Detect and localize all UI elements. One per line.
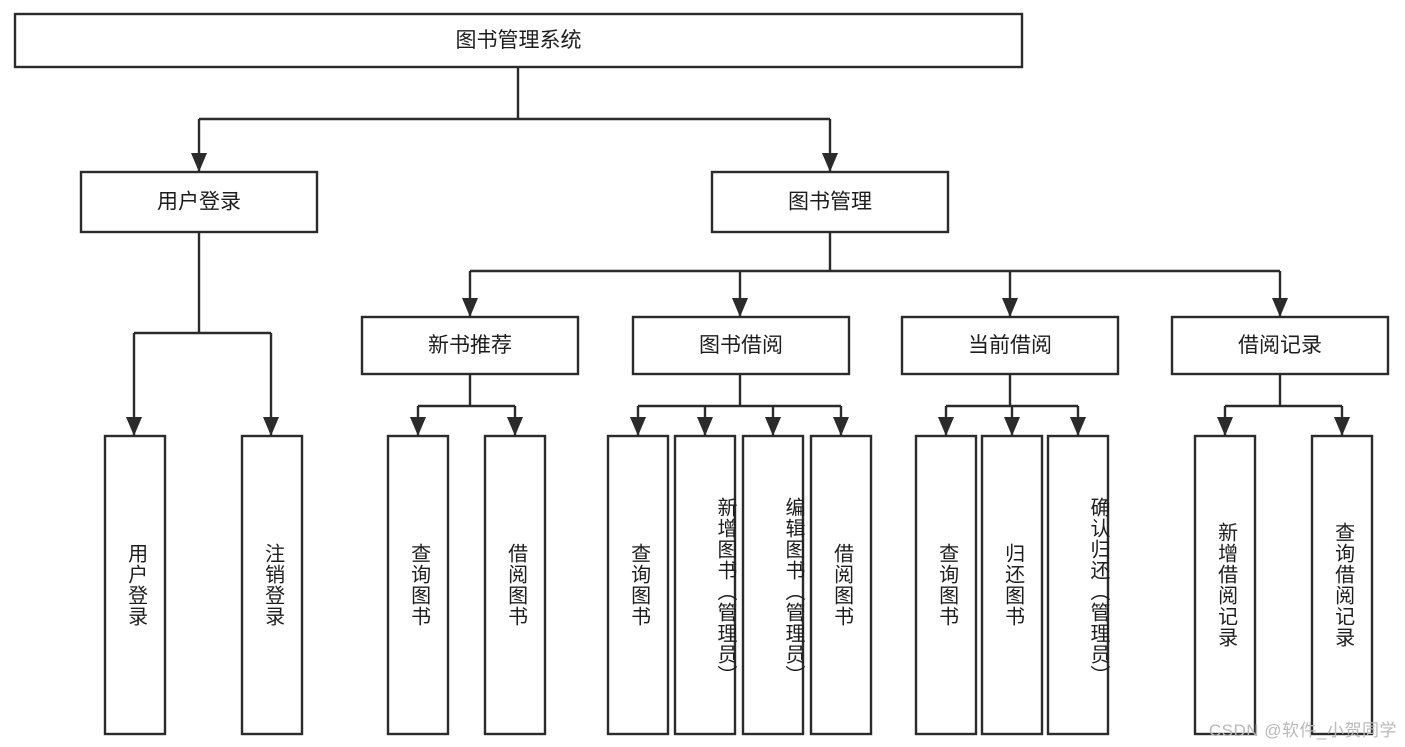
node-leaf-edit-book[interactable] (741, 434, 805, 736)
box-layer (13, 12, 1390, 736)
arrow-to-login-leaf-0 (126, 417, 142, 436)
node-leaf-borrow-book-1[interactable] (483, 434, 547, 736)
node-current-borrow[interactable] (900, 315, 1120, 376)
node-leaf-user-login[interactable] (103, 434, 167, 736)
arrow-to-leaf-1-1 (697, 417, 713, 436)
node-leaf-return-book-rect[interactable] (980, 434, 1044, 736)
node-book-management-label: 图书管理 (788, 191, 872, 214)
arrow-to-user-login (191, 153, 207, 172)
node-root-system[interactable] (13, 12, 1024, 69)
node-book-borrow-rect[interactable] (631, 315, 851, 376)
node-book-management-rect[interactable] (710, 170, 950, 234)
node-leaf-query-book-2-rect[interactable] (606, 434, 670, 736)
node-leaf-return-book[interactable] (980, 434, 1044, 736)
arrow-to-current-borrow (1002, 298, 1018, 317)
node-book-borrow-label: 图书借阅 (699, 334, 783, 357)
node-leaf-add-record-rect[interactable] (1193, 434, 1257, 736)
node-new-book-recommend-label: 新书推荐 (428, 334, 512, 357)
node-leaf-add-book[interactable] (673, 434, 737, 736)
arrow-to-leaf-3-1 (1334, 417, 1350, 436)
node-leaf-borrow-book-1-rect[interactable] (483, 434, 547, 736)
watermark-text: CSDN @软件_小贺同学 (1208, 721, 1397, 740)
arrow-to-leaf-1-2 (765, 417, 781, 436)
edge-layer (126, 67, 1350, 436)
node-borrow-record-rect[interactable] (1170, 315, 1390, 376)
node-borrow-record[interactable] (1170, 315, 1390, 376)
arrow-to-book-borrow (732, 298, 748, 317)
node-borrow-record-label: 借阅记录 (1238, 334, 1322, 357)
node-leaf-query-book-3[interactable] (914, 434, 978, 736)
arrow-to-borrow-record (1272, 298, 1288, 317)
arrow-to-leaf-1-3 (833, 417, 849, 436)
node-leaf-logout-rect[interactable] (240, 434, 304, 736)
arrow-to-leaf-0-1 (507, 417, 523, 436)
node-root-system-label: 图书管理系统 (456, 29, 582, 52)
arrow-to-book-management (822, 153, 838, 172)
node-user-login[interactable] (79, 170, 319, 234)
node-book-borrow[interactable] (631, 315, 851, 376)
arrow-to-leaf-1-0 (630, 417, 646, 436)
node-user-login-label: 用户登录 (157, 191, 241, 214)
node-leaf-query-record[interactable] (1310, 434, 1374, 736)
node-current-borrow-rect[interactable] (900, 315, 1120, 376)
arrow-to-leaf-2-0 (938, 417, 954, 436)
node-leaf-user-login-rect[interactable] (103, 434, 167, 736)
node-leaf-borrow-book-2[interactable] (809, 434, 873, 736)
node-user-login-rect[interactable] (79, 170, 319, 234)
node-leaf-edit-book-rect[interactable] (741, 434, 805, 736)
arrow-to-new-book-recommend (462, 298, 478, 317)
node-leaf-confirm-return-rect[interactable] (1046, 434, 1110, 736)
arrow-to-leaf-2-2 (1070, 417, 1086, 436)
arrow-to-leaf-2-1 (1004, 417, 1020, 436)
node-leaf-logout[interactable] (240, 434, 304, 736)
arrow-to-leaf-0-0 (410, 417, 426, 436)
node-leaf-add-book-rect[interactable] (673, 434, 737, 736)
node-leaf-query-book-1[interactable] (386, 434, 450, 736)
node-current-borrow-label: 当前借阅 (968, 334, 1052, 357)
node-root-system-rect[interactable] (13, 12, 1024, 69)
arrow-to-leaf-3-0 (1217, 417, 1233, 436)
node-new-book-recommend-rect[interactable] (360, 315, 580, 376)
node-leaf-query-book-2[interactable] (606, 434, 670, 736)
node-leaf-query-record-rect[interactable] (1310, 434, 1374, 736)
node-leaf-confirm-return[interactable] (1046, 434, 1110, 736)
node-book-management[interactable] (710, 170, 950, 234)
node-leaf-borrow-book-2-rect[interactable] (809, 434, 873, 736)
node-leaf-query-book-3-rect[interactable] (914, 434, 978, 736)
node-leaf-add-record[interactable] (1193, 434, 1257, 736)
node-new-book-recommend[interactable] (360, 315, 580, 376)
arrow-to-login-leaf-1 (263, 417, 279, 436)
node-leaf-query-book-1-rect[interactable] (386, 434, 450, 736)
